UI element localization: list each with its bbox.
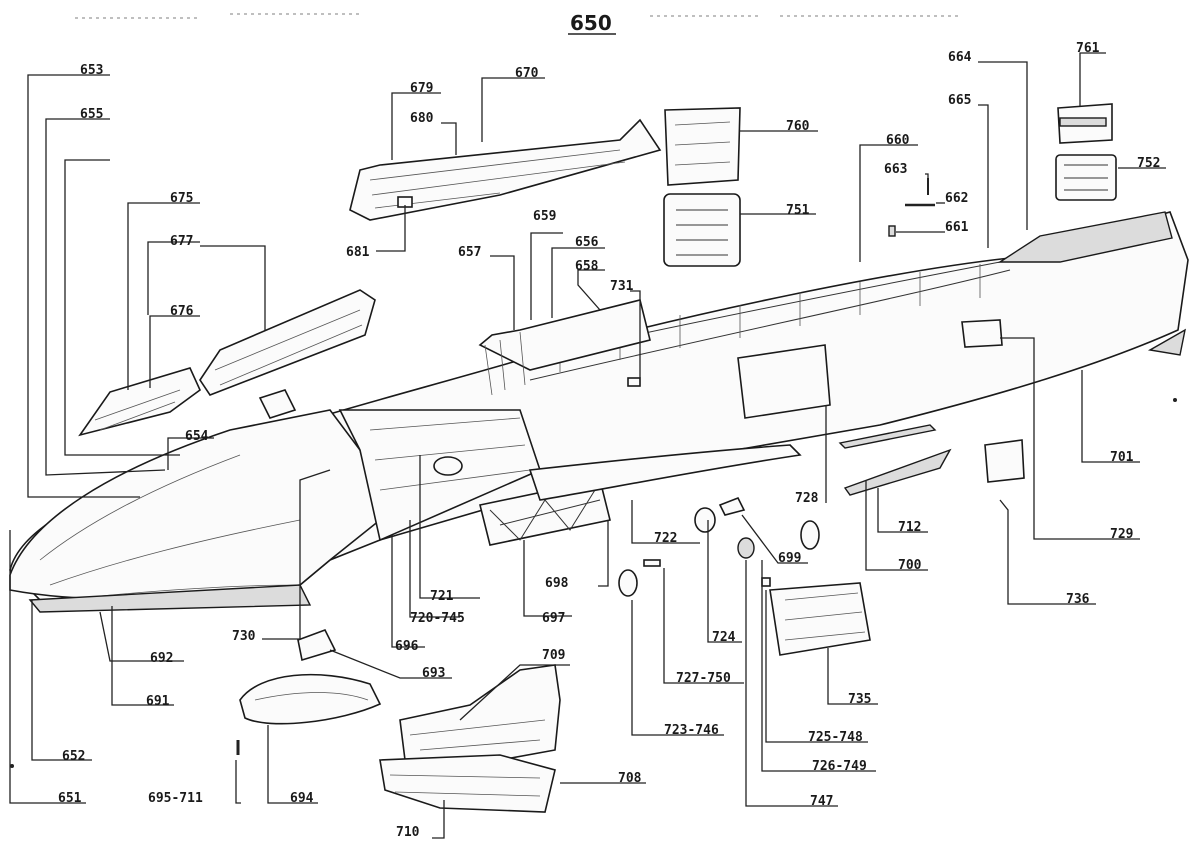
- label-696: 696: [395, 639, 419, 654]
- label-730: 730: [232, 629, 256, 644]
- label-701: 701: [1110, 450, 1134, 465]
- small-panels: [1055, 103, 1117, 201]
- label-695-711: 695-711: [148, 791, 203, 806]
- label-654: 654: [185, 429, 209, 444]
- label-728: 728: [795, 491, 819, 506]
- label-697: 697: [542, 611, 565, 626]
- label-724: 724: [712, 630, 736, 645]
- label-679: 679: [410, 81, 433, 96]
- label-727-750: 727-750: [676, 671, 731, 686]
- label-665: 665: [948, 93, 971, 108]
- label-712: 712: [898, 520, 921, 535]
- label-751: 751: [786, 203, 810, 218]
- label-663: 663: [884, 162, 907, 177]
- label-699: 699: [778, 551, 801, 566]
- label-656: 656: [575, 235, 599, 250]
- label-670: 670: [515, 66, 539, 81]
- part-labels: 653 655 675 677 676 654 679 680 670 681 …: [58, 41, 1160, 840]
- label-735: 735: [848, 692, 871, 707]
- label-680: 680: [410, 111, 434, 126]
- label-657: 657: [458, 245, 481, 260]
- side-panels: [78, 289, 376, 437]
- label-653: 653: [80, 63, 103, 78]
- loose-hardware: [618, 496, 871, 656]
- label-760: 760: [786, 119, 810, 134]
- label-726-749: 726-749: [812, 759, 867, 774]
- label-662: 662: [945, 191, 968, 206]
- label-693: 693: [422, 666, 445, 681]
- fasteners: [888, 178, 935, 237]
- label-658: 658: [575, 259, 599, 274]
- lower-cowlings: [236, 629, 561, 813]
- label-700: 700: [898, 558, 922, 573]
- smudge-marks: [75, 13, 960, 19]
- label-655: 655: [80, 107, 103, 122]
- fuselage-panels: [627, 319, 1025, 496]
- label-681: 681: [346, 245, 370, 260]
- label-659: 659: [533, 209, 556, 224]
- label-651: 651: [58, 791, 82, 806]
- label-731: 731: [610, 279, 634, 294]
- label-676: 676: [170, 304, 194, 319]
- truss-frame: [479, 479, 611, 546]
- cockpit-frame: [338, 299, 651, 542]
- label-725-748: 725-748: [808, 730, 863, 745]
- label-723-746: 723-746: [664, 723, 719, 738]
- label-692: 692: [150, 651, 173, 666]
- label-652: 652: [62, 749, 85, 764]
- label-675: 675: [170, 191, 193, 206]
- label-761: 761: [1076, 41, 1100, 56]
- label-710: 710: [396, 825, 420, 840]
- label-660: 660: [886, 133, 910, 148]
- nose-cowling: [9, 409, 381, 613]
- label-708: 708: [618, 771, 642, 786]
- canopy-rail: [349, 118, 662, 221]
- label-664: 664: [948, 50, 972, 65]
- label-752: 752: [1137, 156, 1160, 171]
- label-698: 698: [545, 576, 569, 591]
- label-691: 691: [146, 694, 170, 709]
- stray-dot: [1173, 398, 1177, 402]
- label-661: 661: [945, 220, 969, 235]
- label-747: 747: [810, 794, 833, 809]
- label-721: 721: [430, 589, 454, 604]
- hatch-panels: [663, 107, 741, 267]
- label-729: 729: [1110, 527, 1133, 542]
- label-720-745: 720-745: [410, 611, 465, 626]
- label-677: 677: [170, 234, 193, 249]
- label-709: 709: [542, 648, 565, 663]
- label-694: 694: [290, 791, 314, 806]
- label-736: 736: [1066, 592, 1090, 607]
- stray-dot: [10, 764, 14, 768]
- label-722: 722: [654, 531, 677, 546]
- diagram-title: 650: [570, 11, 612, 35]
- wing-root-fairing: [528, 444, 802, 501]
- leader-lines: [9, 52, 1166, 839]
